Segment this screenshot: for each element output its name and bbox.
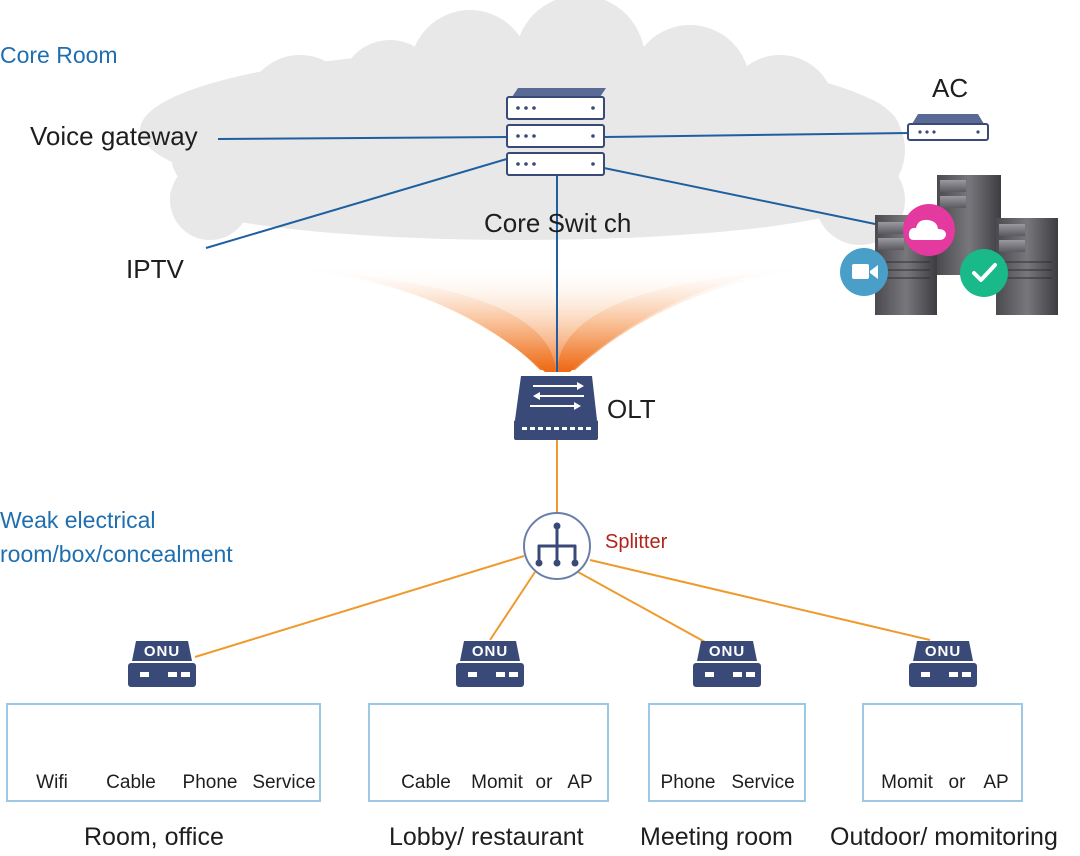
splitter-icon [523,512,591,580]
onu-label: ONU [143,643,181,660]
check-badge-icon [960,249,1008,297]
device-label: AP [567,772,593,793]
device-label: Momit [881,772,933,793]
caption-outdoor: Outdoor/ momitoring [830,823,1058,851]
cloud-badge-icon [903,204,955,256]
group-box-lobby [368,703,609,802]
core-switch-icon [506,88,606,176]
traffic-cone-fill [210,264,875,370]
device-label: Cable [401,772,451,793]
device-label: Service [731,772,795,793]
device-label: Cable [106,772,156,793]
link-voice-gateway [217,136,511,140]
core-room-label: Core Room [0,42,118,68]
onu-device-icon [693,641,761,687]
voice-gateway-label: Voice gateway [30,121,198,151]
weak-room-label-line1: Weak electrical [0,507,156,533]
onu-label: ONU [708,643,746,660]
onu-device-icon [456,641,524,687]
link-onu-3 [577,571,706,643]
link-onu-1 [194,555,525,658]
device-label: AP [983,772,1009,793]
link-iptv [205,157,511,249]
onu-label: ONU [924,643,962,660]
video-badge-icon [840,248,888,296]
weak-room-label-line2: room/box/concealment [0,541,233,567]
device-label: Service [252,772,316,793]
core-links [205,132,911,372]
core-switch-label: Core Swit ch [484,208,632,238]
server-cluster-icon [875,175,1058,315]
caption-room-office: Room, office [84,823,224,851]
link-servers [603,167,881,226]
ac-controller-icon [907,114,989,141]
olt-icon [514,376,598,440]
fiber-links [194,440,931,658]
ac-label: AC [932,73,969,103]
olt-label: OLT [607,394,656,424]
onu-devices [128,641,977,687]
onu-device-icon [128,641,196,687]
group-box-meeting [648,703,806,802]
device-label: Momit [471,772,523,793]
link-ac [603,132,911,138]
group-box-room-office [6,703,321,802]
device-label: Phone [660,772,716,793]
device-label: Wifi [36,772,68,793]
device-label: or [535,772,553,793]
core-room-cloud [140,0,905,245]
onu-device-icon [909,641,977,687]
iptv-label: IPTV [126,254,184,284]
group-box-outdoor [862,703,1023,802]
link-onu-4 [589,559,931,641]
splitter-label: Splitter [605,531,668,553]
link-onu-2 [489,571,536,641]
caption-meeting: Meeting room [640,823,793,851]
device-label: or [948,772,966,793]
onu-label: ONU [471,643,509,660]
caption-lobby: Lobby/ restaurant [389,823,584,851]
device-label: Phone [182,772,238,793]
